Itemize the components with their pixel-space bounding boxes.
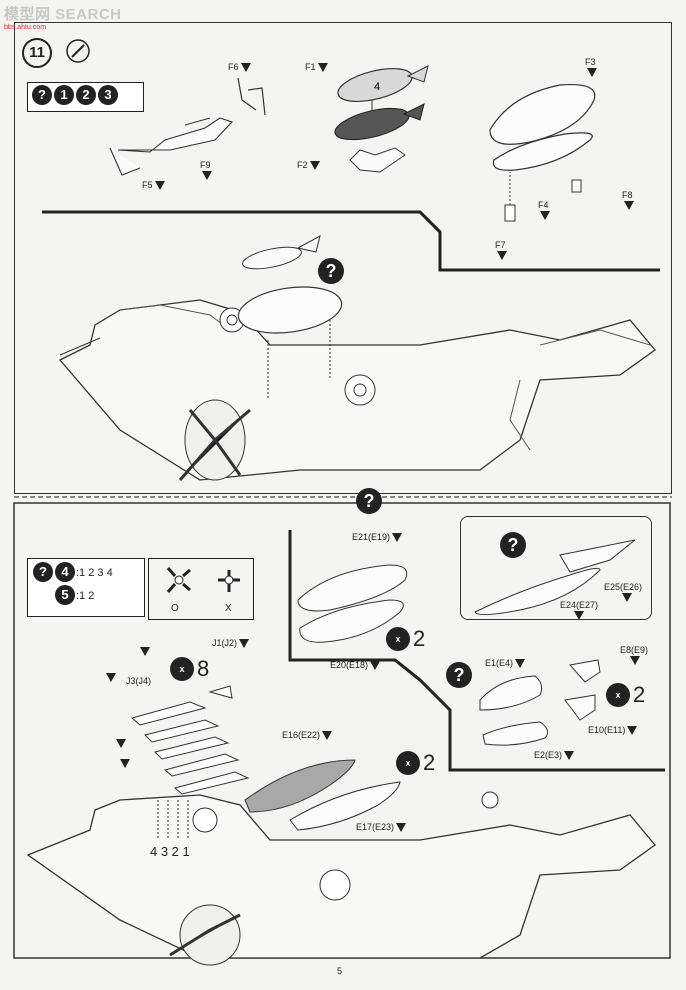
watermark-url: bbs.ahtu.com bbox=[4, 24, 47, 31]
part-label-e25: E25(E26) bbox=[604, 582, 642, 603]
color-code-5a bbox=[118, 758, 130, 769]
option-badge-q2: ? bbox=[33, 562, 53, 582]
part-label-e10: E10(E11) bbox=[588, 725, 638, 736]
part-label-e1: E1(E4) bbox=[485, 658, 526, 669]
part-label-j1: J1(J2) bbox=[212, 638, 250, 649]
part-label-f5: F5 bbox=[142, 180, 165, 191]
option-badge-4: 4 bbox=[55, 562, 75, 582]
part-label-f8: F8 bbox=[622, 190, 634, 211]
option-badge-q: ? bbox=[32, 85, 52, 105]
part-label-e16: E16(E22) bbox=[282, 730, 333, 741]
part-label-e17: E17(E23) bbox=[356, 822, 407, 833]
option-badge-1: 1 bbox=[54, 85, 74, 105]
inset-frame bbox=[460, 516, 652, 620]
part-label-e24: E24(E27) bbox=[560, 600, 598, 621]
option-badge-5: 5 bbox=[55, 585, 75, 605]
watermark: 模型网 SEARCH bbs.ahtu.com bbox=[4, 3, 122, 31]
repeat-icon: x bbox=[606, 683, 630, 707]
part-label-f2: F2 bbox=[297, 160, 320, 171]
top-frame bbox=[14, 22, 672, 494]
good-label: O bbox=[171, 603, 179, 614]
bad-label: X bbox=[225, 603, 232, 614]
part-label-e8: E8(E9) bbox=[620, 645, 648, 666]
part-label-e2: E2(E3) bbox=[534, 750, 575, 761]
repeat-icon: x bbox=[170, 657, 194, 681]
page-number: 5 bbox=[337, 966, 343, 976]
option-qmark-upper: ? bbox=[318, 258, 344, 284]
option-badge-2: 2 bbox=[76, 85, 96, 105]
color-code-4b bbox=[114, 738, 126, 749]
watermark-text: 模型网 SEARCH bbox=[4, 6, 122, 23]
repeat-icon: x bbox=[386, 627, 410, 651]
color-options-lower: ?4:1 2 3 4 5:1 2 bbox=[27, 558, 145, 617]
part-label-f9: F9 bbox=[200, 160, 212, 181]
part-label-f4: F4 bbox=[538, 200, 550, 221]
option-qmark-lower: ? bbox=[446, 662, 472, 688]
part-label-f1: F1 bbox=[305, 62, 328, 73]
option-qmark-inset: ? bbox=[500, 532, 526, 558]
step-number: 11 bbox=[22, 38, 52, 68]
part-label-e21: E21(E19) bbox=[352, 532, 403, 543]
part-label-j3: J3(J4) bbox=[126, 676, 152, 686]
part-label-f7: F7 bbox=[495, 240, 507, 261]
part-label-f6: F6 bbox=[228, 62, 251, 73]
option-badge-3: 3 bbox=[98, 85, 118, 105]
svg-text:4: 4 bbox=[374, 81, 380, 93]
part-label-f3: F3 bbox=[585, 57, 597, 78]
repeat-icon: x bbox=[396, 751, 420, 775]
part-label-e20: E20(E18) bbox=[330, 660, 381, 671]
color-code-4a bbox=[138, 646, 150, 657]
correct-incorrect-box: O X bbox=[148, 558, 254, 620]
option-qmark-divider: ? bbox=[356, 488, 382, 514]
rocket-numbers: 4 3 2 1 bbox=[150, 844, 190, 859]
color-code-3 bbox=[104, 672, 116, 683]
